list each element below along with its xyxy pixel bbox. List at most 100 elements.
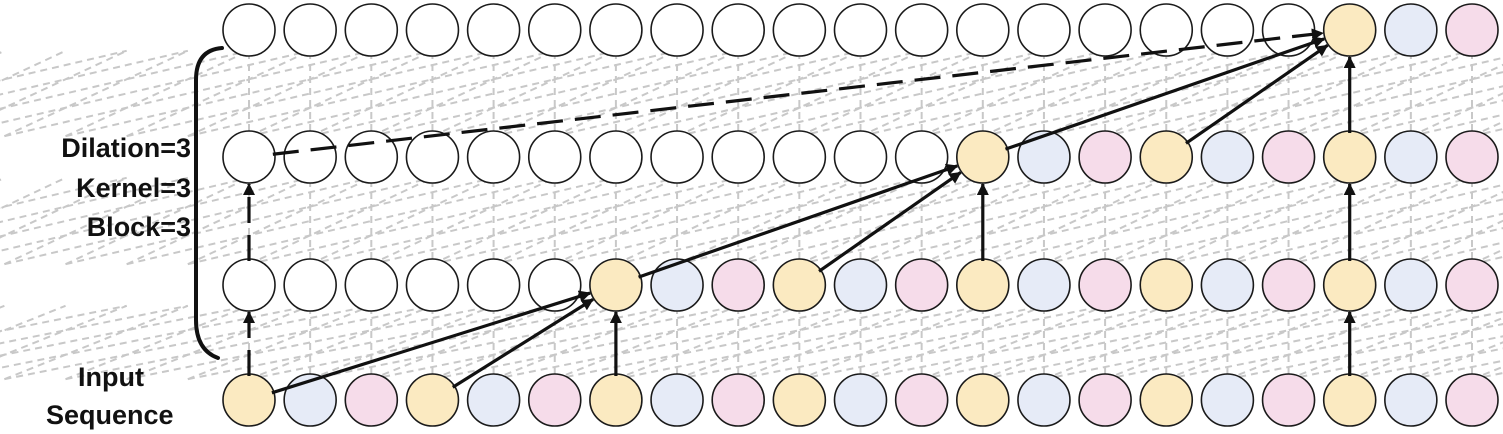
- guide-diagonal: [1043, 304, 1412, 381]
- block-brace: [194, 46, 224, 360]
- guide-diagonal: [1226, 49, 1412, 138]
- node-input-11: [894, 373, 949, 427]
- node-output-5: [527, 3, 582, 57]
- node-hidden-2-2: [344, 130, 399, 184]
- guide-diagonal: [1227, 71, 1503, 138]
- node-hidden-1-11: [894, 258, 949, 312]
- node-hidden-1-12: [955, 258, 1010, 312]
- node-hidden-2-16: [1200, 130, 1255, 184]
- residual-arrow-2: [272, 28, 1324, 156]
- node-hidden-2-8: [711, 130, 766, 184]
- guide-diagonal: [676, 304, 861, 381]
- node-hidden-2-3: [405, 130, 460, 184]
- node-hidden-1-18: [1322, 258, 1377, 312]
- guide-diagonal: [248, 49, 433, 138]
- guide-diagonal: [126, 49, 494, 138]
- guide-diagonal: [676, 49, 1045, 138]
- guide-diagonal: [248, 176, 617, 266]
- node-hidden-2-18: [1322, 130, 1377, 184]
- guide-diagonal: [799, 176, 1167, 266]
- node-input-7: [650, 373, 704, 427]
- guide-diagonal: [0, 49, 311, 125]
- node-input-5: [527, 373, 582, 427]
- guide-diagonal: [798, 49, 984, 138]
- guide-diagonal: [737, 304, 923, 381]
- guide-diagonal: [860, 176, 1045, 266]
- guide-diagonal: [309, 304, 494, 381]
- guide-diagonal: [798, 304, 984, 381]
- node-hidden-1-13: [1017, 258, 1071, 312]
- guide-diagonal: [1288, 176, 1473, 266]
- node-hidden-1-1: [283, 258, 337, 312]
- guide-diagonal: [1227, 323, 1503, 381]
- guide-diagonal: [615, 176, 800, 266]
- node-output-4: [466, 3, 521, 57]
- guide-diagonal: [65, 49, 250, 138]
- node-hidden-1-5: [527, 258, 582, 312]
- guide-diagonal: [1226, 176, 1412, 266]
- guide-diagonal: [1165, 176, 1351, 266]
- guide-diagonal: [493, 176, 861, 266]
- node-output-8: [711, 3, 766, 57]
- guide-diagonal: [1104, 49, 1473, 138]
- node-output-16: [1200, 3, 1255, 57]
- guide-diagonal: [248, 176, 433, 266]
- guide-diagonal: [371, 304, 739, 381]
- guide-diagonal: [554, 176, 922, 266]
- node-hidden-1-19: [1384, 258, 1438, 312]
- node-hidden-2-14: [1078, 130, 1132, 184]
- guide-diagonal: [432, 49, 800, 138]
- guide-diagonal: [615, 49, 984, 138]
- dependency-arrow-0: [271, 290, 592, 395]
- guide-diagonal: [676, 49, 861, 138]
- node-input-10: [833, 373, 888, 427]
- guide-diagonal: [1104, 176, 1289, 266]
- guide-diagonal: [309, 176, 678, 266]
- node-output-6: [589, 3, 643, 57]
- guide-diagonal: [493, 176, 678, 266]
- guide-diagonal: [921, 304, 1106, 381]
- dependency-arrow-3: [638, 163, 959, 279]
- node-hidden-1-0: [222, 258, 276, 312]
- guide-diagonal: [1165, 304, 1351, 381]
- guide-diagonal: [4, 49, 372, 138]
- node-hidden-1-17: [1261, 258, 1316, 312]
- guide-diagonal: [0, 49, 127, 82]
- guide-diagonal: [1043, 176, 1228, 266]
- guide-diagonal: [1227, 304, 1412, 381]
- guide-diagonal: [615, 176, 984, 266]
- guide-diagonal: [1104, 49, 1289, 138]
- guide-diagonal: [1410, 92, 1503, 138]
- guide-diagonal: [0, 49, 189, 96]
- node-hidden-1-7: [650, 258, 704, 312]
- input-sequence-label-line1: Input: [78, 362, 144, 392]
- guide-diagonal: [370, 304, 556, 381]
- guide-diagonal: [982, 304, 1167, 381]
- guide-diagonal: [309, 304, 678, 381]
- guide-diagonal: [1349, 63, 1503, 138]
- guide-diagonal: [0, 304, 311, 369]
- node-hidden-1-8: [711, 258, 766, 312]
- guide-diagonal: [371, 176, 739, 266]
- guide-diagonal: [738, 304, 1106, 381]
- node-input-0: [222, 373, 276, 427]
- guide-diagonal: [982, 49, 1350, 138]
- node-output-12: [955, 3, 1010, 57]
- node-hidden-1-15: [1139, 258, 1194, 312]
- guide-diagonal: [737, 176, 923, 266]
- guide-diagonal: [309, 49, 495, 138]
- guide-diagonal: [921, 49, 1289, 138]
- node-hidden-2-20: [1445, 130, 1499, 184]
- guide-diagonal: [0, 176, 250, 238]
- guide-diagonal: [921, 176, 1106, 266]
- guide-diagonal: [493, 304, 678, 381]
- guide-diagonal: [1349, 347, 1503, 381]
- guide-diagonal: [3, 176, 189, 266]
- guide-diagonal: [1288, 49, 1473, 138]
- guide-diagonal: [309, 49, 678, 138]
- guide-diagonal: [4, 304, 372, 381]
- node-input-4: [466, 373, 521, 427]
- guide-diagonal: [126, 176, 494, 266]
- node-output-20: [1445, 3, 1499, 57]
- guide-diagonal: [4, 176, 372, 266]
